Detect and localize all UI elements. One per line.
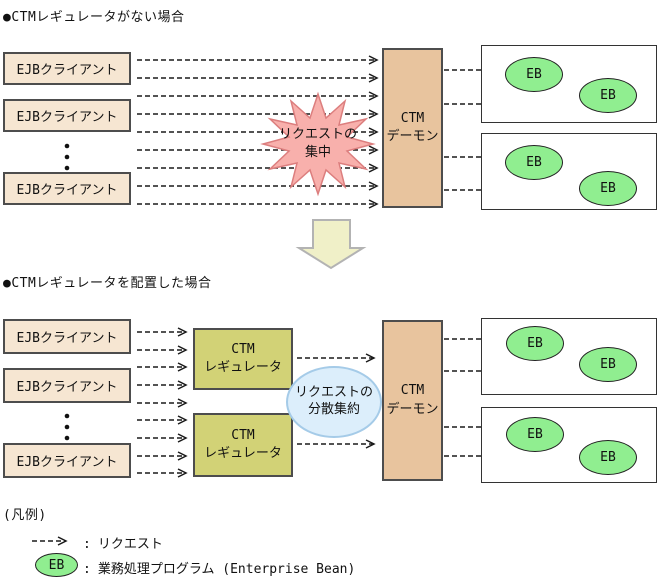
distribute-bubble-line1: リクエストの — [294, 385, 373, 401]
legend-title: (凡例) — [3, 508, 47, 523]
eb-ellipse: EB — [579, 78, 637, 113]
legend-request-row: : リクエスト — [83, 533, 163, 552]
ctm-regulator-line1: CTM — [231, 428, 255, 444]
ejb-client-box: EJBクライアント — [3, 99, 131, 132]
burst-label-line1: リクエストの — [278, 127, 357, 142]
ctm-regulator-box: CTM レギュレータ — [193, 328, 293, 390]
ejb-client-box: EJBクライアント — [3, 52, 131, 85]
eb-group-box — [481, 407, 657, 483]
eb-ellipse: EB — [505, 145, 563, 180]
eb-ellipse: EB — [579, 440, 637, 475]
eb-ellipse: EB — [579, 171, 637, 206]
ejb-client-label: EJBクライアント — [16, 63, 118, 78]
ejb-client-box: EJBクライアント — [3, 172, 131, 205]
eb-ellipse: EB — [506, 326, 564, 361]
eb-ellipse: EB — [579, 347, 637, 382]
burst-shape — [260, 91, 376, 197]
eb-ellipse: EB — [506, 417, 564, 452]
legend-eb-badge: EB — [35, 553, 78, 577]
eb-ellipse: EB — [505, 57, 563, 92]
ellipsis-dots-bottom — [64, 413, 70, 441]
legend-eb-label: 業務処理プログラム (Enterprise Bean) — [97, 562, 356, 577]
section-title-no-regulator: ●CTMレギュレータがない場合 — [3, 10, 185, 25]
ejb-client-box: EJBクライアント — [3, 368, 131, 403]
ctm-daemon-line1: CTM — [400, 110, 425, 126]
ctm-regulator-box: CTM レギュレータ — [193, 413, 293, 477]
legend-request-colon: : — [83, 537, 91, 552]
ejb-client-box: EJBクライアント — [3, 443, 131, 478]
burst-label-line2: 集中 — [304, 144, 331, 160]
ejb-client-label: EJBクライアント — [16, 183, 118, 198]
ejb-client-label: EJBクライアント — [16, 110, 118, 125]
ctm-daemon-line2: デーモン — [386, 129, 439, 144]
ejb-client-label: EJBクライアント — [16, 455, 118, 470]
ctm-regulator-line2: レギュレータ — [204, 446, 282, 461]
ejb-client-label: EJBクライアント — [16, 380, 118, 395]
ejb-client-label: EJBクライアント — [16, 331, 118, 346]
transition-down-arrow-icon — [295, 219, 367, 270]
ctm-daemon-box: CTM デーモン — [382, 320, 443, 481]
ctm-daemon-line2: デーモン — [386, 401, 439, 417]
legend-eb-row: : 業務処理プログラム (Enterprise Bean) — [83, 558, 355, 577]
ctm-regulator-line2: レギュレータ — [204, 360, 282, 375]
legend-eb-colon: : — [83, 562, 91, 577]
legend-request-label: リクエスト — [97, 537, 163, 552]
distribute-bubble: リクエストの 分散集約 — [286, 366, 382, 438]
distribute-bubble-line2: 分散集約 — [307, 402, 360, 417]
burst-label: リクエストの 集中 — [263, 126, 373, 161]
ctm-regulator-line1: CTM — [231, 342, 255, 358]
ellipsis-dots-top — [64, 143, 70, 171]
ejb-client-box: EJBクライアント — [3, 319, 131, 354]
ctm-daemon-line1: CTM — [400, 383, 425, 399]
ctm-daemon-box: CTM デーモン — [382, 48, 443, 208]
section-title-with-regulator: ●CTMレギュレータを配置した場合 — [3, 276, 212, 291]
